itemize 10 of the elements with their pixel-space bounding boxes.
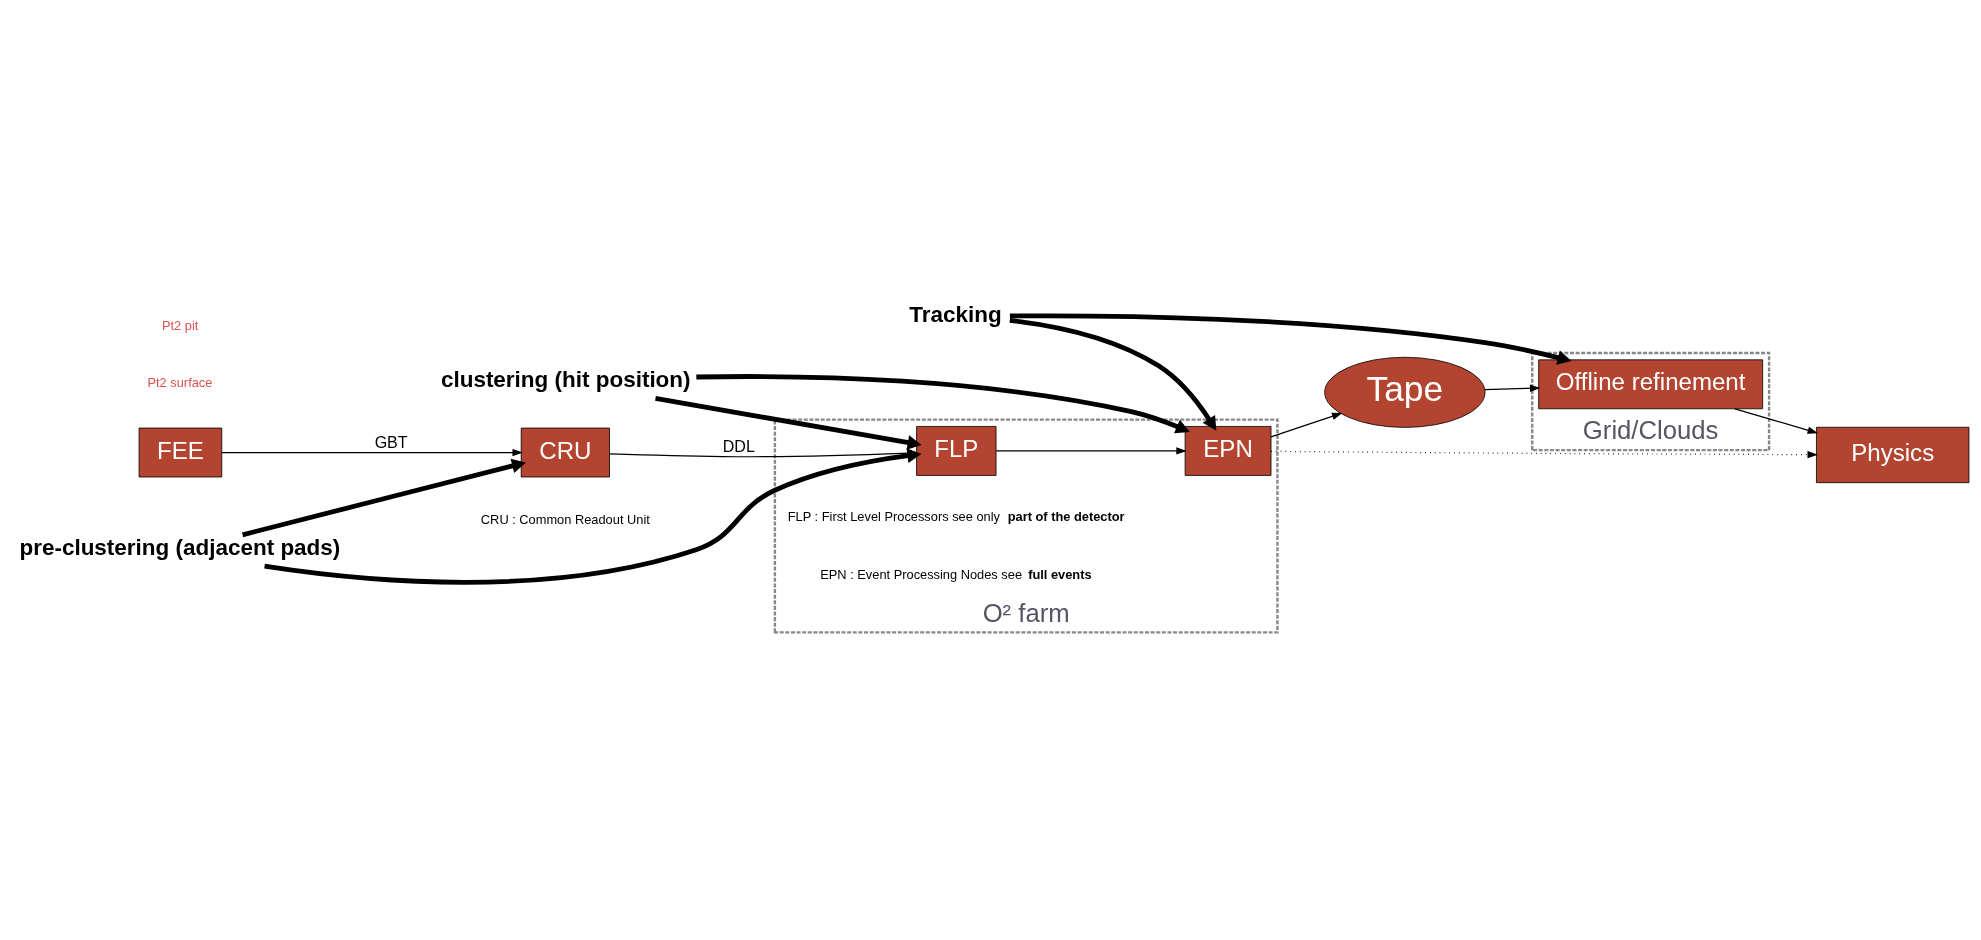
node-label: CRU : Common Readout Unit	[480, 511, 650, 527]
label: EPN : Event Processing Nodes see full events	[819, 567, 1092, 583]
node-text: Tracking	[908, 301, 1002, 327]
edge-label: DDL	[722, 436, 755, 455]
label: FLP : First Level Processors see only part of the detector	[787, 509, 1125, 525]
node-text: clustering (hit position)	[440, 367, 691, 393]
label: Pt2 surface	[147, 375, 212, 391]
node-text: pre-clustering (adjacent pads)	[18, 535, 340, 561]
label: Pt2 pit	[161, 317, 198, 333]
edge-label: GBT	[374, 432, 408, 451]
